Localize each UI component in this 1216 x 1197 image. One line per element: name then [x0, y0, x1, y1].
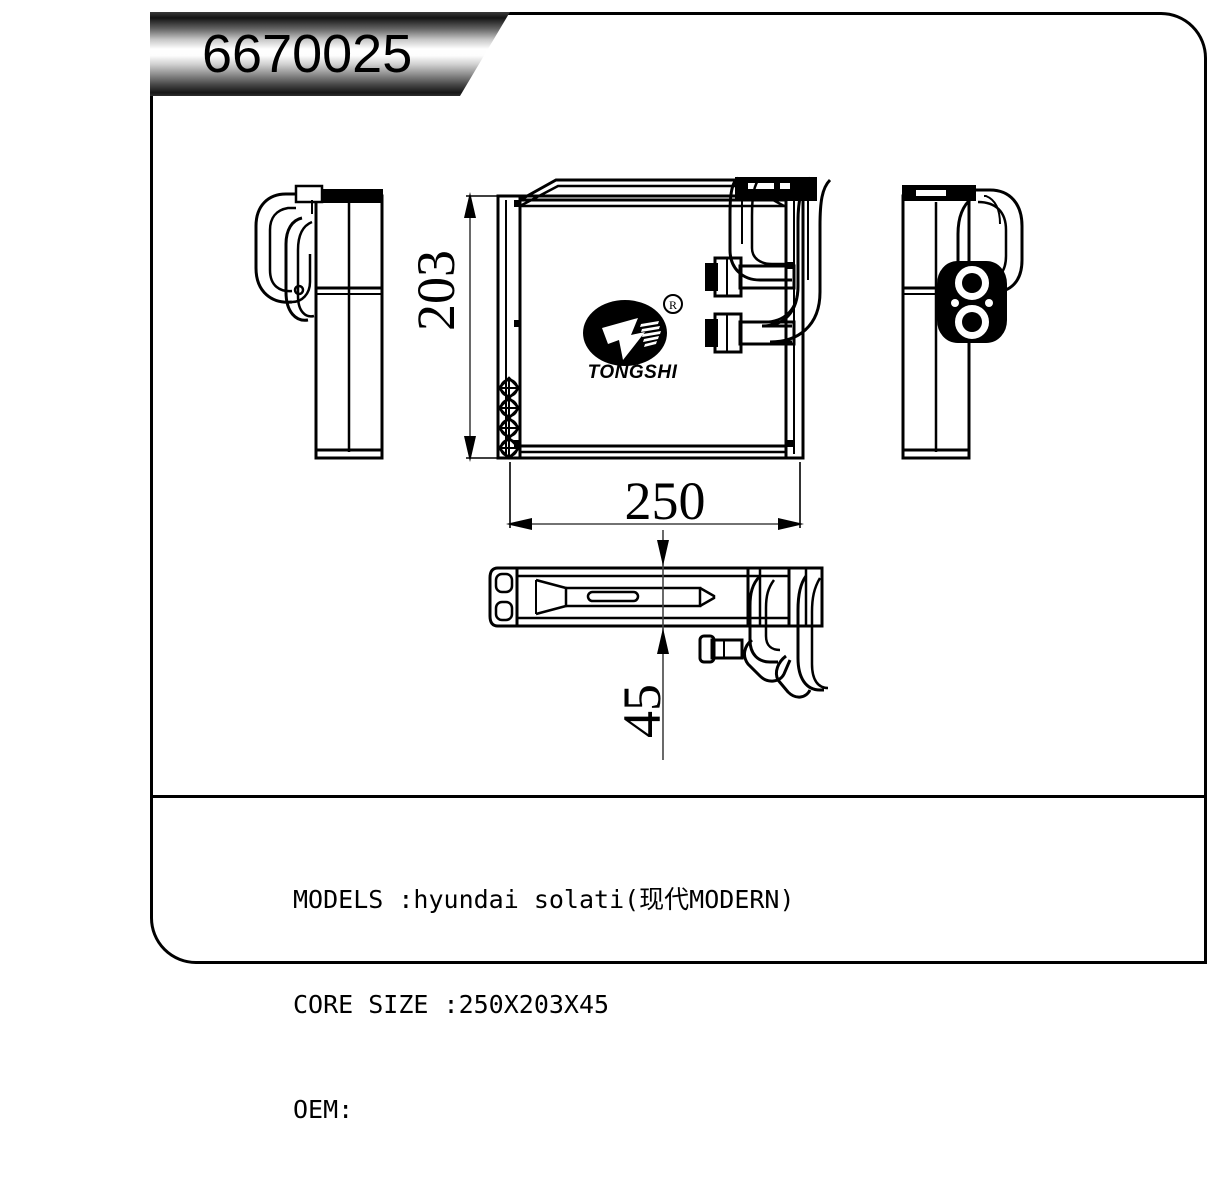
port-flange: [937, 261, 1007, 343]
tongshi-wordmark: TONGSHI: [587, 362, 678, 383]
title-banner: 6670025: [150, 12, 510, 96]
drawing-frame: [150, 12, 1207, 964]
spec-oem-line: OEM:: [293, 1095, 354, 1124]
spec-sheet: 6670025: [150, 12, 1207, 1124]
front-view: [496, 176, 832, 460]
technical-drawing: [254, 176, 1024, 760]
dimension-height-label: 203: [406, 250, 466, 331]
banner-metallic-plate: [150, 12, 510, 96]
end-cap: [488, 566, 519, 628]
dimension-depth-label: 45: [612, 684, 672, 738]
svg-text:R: R: [669, 298, 677, 312]
spec-models-line: MODELS :hyundai solati(现代MODERN): [293, 885, 795, 914]
spec-text-block: MODELS :hyundai solati(现代MODERN) CORE SI…: [293, 812, 1093, 1197]
part-number-label: 6670025: [202, 24, 413, 84]
mounting-flange: [705, 256, 743, 354]
tongshi-logo: R: [583, 294, 683, 366]
right-side-view: [901, 185, 1024, 460]
gasket-details: [497, 376, 521, 460]
top-view: [488, 566, 829, 699]
spec-core-size-line: CORE SIZE :250X203X45: [293, 990, 610, 1019]
dimension-lines: [464, 192, 804, 760]
spec-divider: [150, 795, 1207, 798]
left-side-view: [254, 184, 384, 460]
dimension-width-label: 250: [624, 471, 706, 531]
